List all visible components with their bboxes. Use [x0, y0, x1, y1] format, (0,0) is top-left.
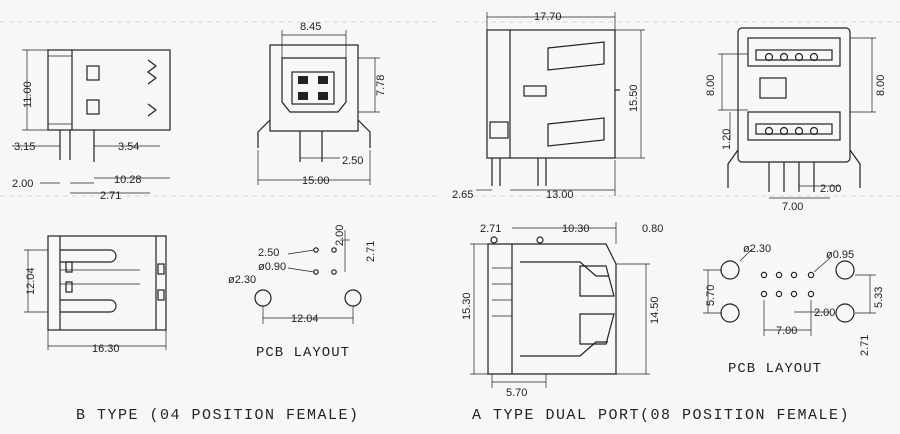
a-pcb-dim-pin-hole: ø0.95	[826, 249, 854, 261]
b-top-dim-width: 12.04	[25, 267, 37, 295]
background-ghost-lines	[0, 21, 900, 197]
a-front-dim-pin-pitch: 2.00	[820, 183, 841, 195]
b-side-dim-height: 11.00	[22, 81, 34, 108]
b-side-dim-length: 10.28	[114, 174, 142, 186]
a-side-dim-pin-span: 13.00	[546, 189, 574, 201]
a-side-dim-height: 15.50	[628, 84, 640, 112]
b-front-dim-width: 8.45	[300, 21, 321, 33]
a-pcb-layout-label: PCB LAYOUT	[728, 361, 822, 377]
a-side-dim-pin-offset: 2.65	[452, 189, 473, 201]
a-type-pcb-layout: ø2.30 ø0.95 5.70 5.33 2.00 7.00 2.71 PCB…	[703, 243, 885, 377]
a-type-caption: A TYPE DUAL PORT(08 POSITION FEMALE)	[472, 407, 850, 424]
a-top-dim-width: 15.30	[461, 292, 473, 320]
a-front-dim-port-pitch-left: 8.00	[705, 75, 717, 96]
b-type-pcb-layout: 2.50 ø0.90 2.00 2.71 ø2.30 12.04 PCB LAY…	[228, 225, 377, 361]
a-side-dim-length: 17.70	[534, 11, 562, 23]
a-pcb-dim-pin-span: 7.00	[776, 325, 797, 337]
a-pcb-dim-pin-row: 5.33	[873, 287, 885, 308]
b-front-dim-pin-pitch: 2.50	[342, 155, 363, 167]
a-top-dim-flange: 2.71	[480, 223, 501, 235]
b-front-dim-height: 7.78	[375, 75, 387, 96]
b-pcb-dim-post-pitch: 12.04	[291, 313, 319, 325]
b-pcb-layout-label: PCB LAYOUT	[256, 345, 350, 361]
b-side-dim-pin-pitch: 2.00	[12, 178, 33, 190]
b-side-dim-pin-offset: 3.54	[118, 141, 139, 153]
a-top-dim-post-pitch: 5.70	[506, 387, 527, 399]
a-pcb-dim-post-offset: 2.71	[859, 335, 871, 356]
a-pcb-dim-pin-pitch: 2.00	[814, 307, 835, 319]
b-pcb-dim-post-offset: 2.71	[365, 241, 377, 262]
b-side-dim-post: 2.71	[100, 190, 121, 202]
a-pcb-dim-post-row: 5.70	[705, 285, 717, 306]
b-type-side-view: 11.00 3.15 3.54 2.00 10.28 2.71	[12, 49, 171, 202]
a-type-side-view: 17.70 15.50 2.65 13.00	[452, 11, 645, 201]
b-type-top-view: 12.04 16.30	[24, 235, 167, 355]
b-pcb-dim-post-hole: ø2.30	[228, 274, 256, 286]
a-top-dim-lip: 0.80	[642, 223, 663, 235]
b-front-dim-total-width: 15.00	[302, 175, 330, 187]
a-type-front-view: 8.00 8.00 1.20 2.00 7.00	[705, 27, 887, 213]
b-top-dim-length: 16.30	[92, 343, 120, 355]
a-front-dim-port-pitch-right: 8.00	[875, 75, 887, 96]
a-top-dim-length: 10.30	[562, 223, 590, 235]
a-pcb-dim-post-hole: ø2.30	[743, 243, 771, 255]
b-type-front-view: 8.45 7.78 2.50 15.00	[257, 21, 387, 187]
b-pcb-dim-row-pitch: 2.00	[334, 225, 346, 246]
a-front-dim-bottom-offset: 1.20	[721, 129, 733, 150]
b-side-dim-left-offset: 3.15	[14, 141, 35, 153]
a-front-dim-pin-span: 7.00	[782, 201, 803, 213]
b-pcb-dim-pitch: 2.50	[258, 247, 279, 259]
b-pcb-dim-pin-hole: ø0.90	[258, 261, 286, 273]
a-top-dim-body-width: 14.50	[649, 296, 661, 324]
b-type-caption: B TYPE (04 POSITION FEMALE)	[76, 407, 360, 424]
a-type-top-view: 2.71 10.30 0.80 15.30 14.50 5.70	[461, 222, 663, 399]
